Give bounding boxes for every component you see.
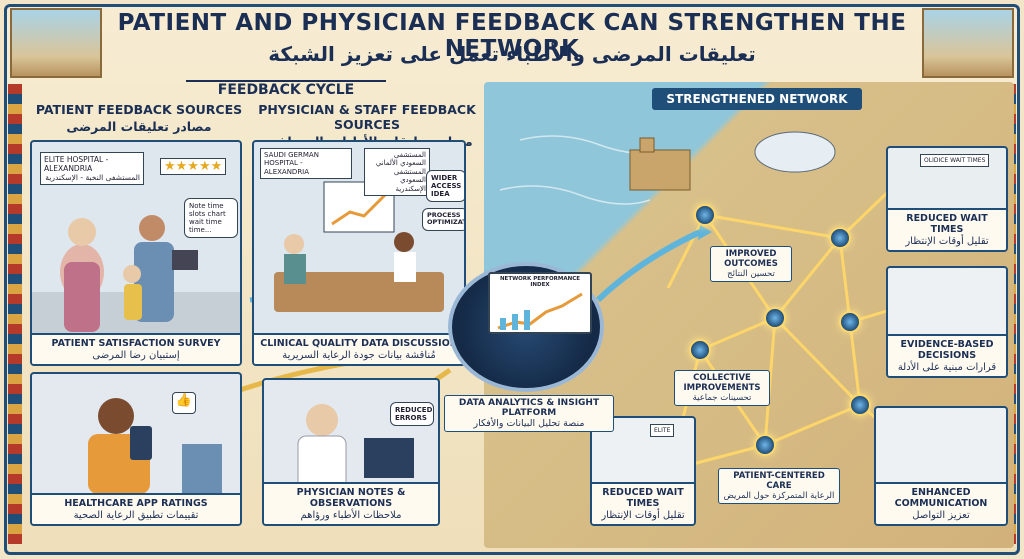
elite-sign: ELITE [650,424,675,438]
caption: REDUCED WAIT TIMES تقليل أوقات الإنتظار [592,482,694,524]
hospital-sign-ar: المستشفى النخبة - الإسكندرية [45,173,140,182]
heading-en: PHYSICIAN & STAFF FEEDBACK SOURCES [258,102,476,132]
node-label-en: COLLECTIVE IMPROVEMENTS [683,373,761,393]
process-bubble: PROCESS OPTIMIZATION [422,208,464,231]
caption-en: EVIDENCE-BASED DECISIONS [900,339,994,361]
caption-ar: تقليل أوقات الإنتظار [905,236,989,247]
node-improved-outcomes: IMPROVED OUTCOMES تحسين النتائج [710,246,792,282]
thumbs-up-icon: 👍 [172,392,196,414]
hospital-sign-ar-box: المستشفى السعودي الألماني المستشفى السعو… [364,148,430,196]
panel-patient-survey: ELITE HOSPITAL - ALEXANDRIA المستشفى الن… [30,140,242,366]
node-collective-improvements: COLLECTIVE IMPROVEMENTS تحسينات جماعية [674,370,770,406]
panel-enhanced-communication: ENHANCED COMMUNICATION تعزيز التواصل [874,406,1008,526]
caption-ar: قرارات مبنية على الأدلة [897,362,997,373]
caption-en: REDUCED WAIT TIMES [602,487,684,509]
strengthened-network-banner: STRENGTHENED NETWORK [652,88,862,110]
node-label-en: PATIENT-CENTERED CARE [733,471,825,491]
screen-title: NETWORK PERFORMANCE INDEX [499,276,581,288]
hospital-sign-en: ELITE HOSPITAL - ALEXANDRIA [44,155,109,173]
left-ornament [8,84,22,544]
platform-label: DATA ANALYTICS & INSIGHT PLATFORM منصة ت… [444,395,614,432]
network-node [754,434,776,456]
five-star-rating-icon: ★★★★★ [160,158,227,175]
patient-sources-heading: PATIENT FEEDBACK SOURCES مصادر تعليقات ا… [34,102,244,134]
caption-en: PHYSICIAN NOTES & OBSERVATIONS [296,487,406,509]
network-node [689,339,711,361]
reduced-errors-bubble: REDUCED ERRORS [390,402,434,427]
hospital-sign: ELITE HOSPITAL - ALEXANDRIA المستشفى الن… [40,152,144,185]
node-label-ar: الرعاية المتمركزة حول المريض [723,491,835,501]
network-node [849,394,871,416]
caption: REDUCED WAIT TIMES تقليل أوقات الإنتظار [888,208,1006,250]
wait-sign: OLIDICE WAIT TIMES [920,154,990,168]
caption: EVIDENCE-BASED DECISIONS قرارات مبنية عل… [888,334,1006,376]
meeting-illustration [274,181,444,312]
network-node [764,307,786,329]
node-label-ar: تحسينات جماعية [692,393,752,403]
panel-evidence-decisions: EVIDENCE-BASED DECISIONS قرارات مبنية عل… [886,266,1008,378]
panel-clinical-discussion: SAUDI GERMAN HOSPITAL - ALEXANDRIA المست… [252,140,466,366]
node-label-ar: تحسين النتائج [727,269,775,279]
caption: PATIENT SATISFACTION SURVEY إستبيان رضا … [32,333,240,364]
platform-label-en: DATA ANALYTICS & INSIGHT PLATFORM [458,398,600,418]
idea-bubble: WIDER ACCESS IDEA [426,170,464,203]
caption: ENHANCED COMMUNICATION تعزيز التواصل [876,482,1006,524]
title-arabic: تعليقات المرضى والأطباء تعمل على تعزيز ا… [268,42,756,66]
caption-en: ENHANCED COMMUNICATION [894,487,988,509]
network-node [839,311,861,333]
hospital-sign-en-box: SAUDI GERMAN HOSPITAL - ALEXANDRIA [260,148,352,180]
platform-label-ar: منصة تحليل البيانات والأفكار [473,418,585,429]
performance-chart-icon [497,292,583,330]
panel-app-ratings: 👍 HEALTHCARE APP RATINGS تقييمات تطبيق ا… [30,372,242,526]
panel-physician-notes: REDUCED ERRORS PHYSICIAN NOTES & OBSERVA… [262,378,440,526]
mosque-illustration [922,8,1014,78]
caption-en: REDUCED WAIT TIMES [906,213,988,235]
panel-wait-times-bottom: ELITE REDUCED WAIT TIMES تقليل أوقات الإ… [590,416,696,526]
heading-en: PATIENT FEEDBACK SOURCES [35,102,243,117]
family-illustration [32,215,240,364]
performance-index-screen: NETWORK PERFORMANCE INDEX [488,272,592,334]
app-user-illustration [88,398,222,494]
node-patient-centered-care: PATIENT-CENTERED CARE الرعاية المتمركزة … [718,468,840,504]
feedback-cycle-label: FEEDBACK CYCLE [186,80,386,102]
heading-ar: مصادر تعليقات المرضى [66,119,212,134]
network-node [829,227,851,249]
caption: HEALTHCARE APP RATINGS تقييمات تطبيق الر… [32,493,240,524]
network-node [694,204,716,226]
panel-wait-times-top: OLIDICE WAIT TIMES REDUCED WAIT TIMES تق… [886,146,1008,252]
caption-ar: مُناقشة بيانات جودة الرعاية السريرية [282,350,436,361]
caption-ar: تعزيز التواصل [912,510,970,521]
node-label-en: IMPROVED OUTCOMES [724,249,778,269]
caption-en: PATIENT SATISFACTION SURVEY [51,338,221,349]
caption-en: HEALTHCARE APP RATINGS [64,498,208,509]
caption-ar: إستبيان رضا المرضى [92,350,180,361]
caption-ar: ملاحظات الأطباء ورؤاهم [300,510,402,521]
wait-time-note: Note time slots chart wait time time... [184,198,238,239]
title-english: PATIENT AND PHYSICIAN FEEDBACK CAN STREN… [117,10,907,62]
caption-en: CLINICAL QUALITY DATA DISCUSSION [260,338,458,349]
citadel-illustration [10,8,102,78]
caption-ar: تقييمات تطبيق الرعاية الصحية [73,510,199,521]
caption: PHYSICIAN NOTES & OBSERVATIONS ملاحظات ا… [264,482,438,524]
caption: CLINICAL QUALITY DATA DISCUSSION مُناقشة… [254,333,464,364]
caption-ar: تقليل أوقات الإنتظار [601,510,685,521]
